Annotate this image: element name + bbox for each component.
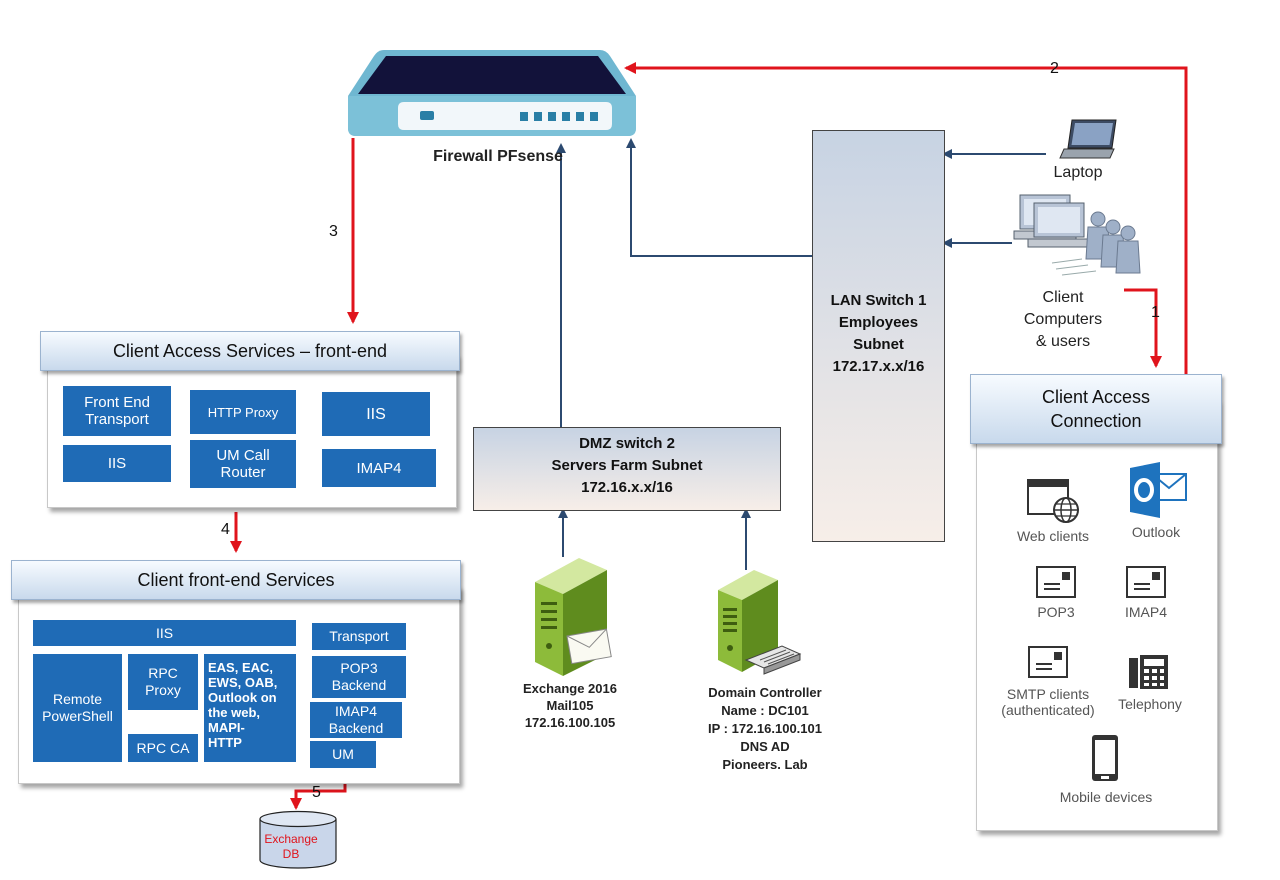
outlook-label: Outlook: [1131, 524, 1181, 540]
lan-to-firewall-line: [626, 138, 812, 257]
step-2-label: 2: [1050, 60, 1059, 77]
transport-tile: Transport: [312, 623, 406, 650]
web-clients-icon: [1027, 479, 1079, 523]
step-5-label: 5: [312, 784, 321, 801]
web-clients-label: Web clients: [1016, 528, 1090, 544]
cfs-iis-tile: IIS: [33, 620, 296, 646]
http-proxy-tile: HTTP Proxy: [190, 390, 296, 434]
client-computers-label: Client Computers & users: [1023, 289, 1103, 350]
cas-iis-tile: IIS: [322, 392, 430, 436]
dmz-switch-label: DMZ switch 2 Servers Farm Subnet 172.16.…: [551, 435, 703, 496]
smtp-clients-label: SMTP clients (authenticated): [1001, 686, 1095, 718]
cas-iis-tile-2: IIS: [63, 445, 171, 482]
front-end-transport-tile: Front End Transport: [63, 386, 171, 436]
imap4-label: IMAP4: [1124, 604, 1167, 620]
step1-path: [1124, 288, 1162, 368]
laptop-label: Laptop: [1053, 164, 1103, 181]
step-3-label: 3: [329, 223, 338, 240]
rpc-proxy-tile: RPC Proxy: [128, 654, 198, 710]
telephony-label: Telephony: [1118, 696, 1182, 712]
cas-frontend-title: Client Access Services – front-end: [40, 331, 460, 371]
domain-controller-label: Domain Controller Name : DC101 IP : 172.…: [708, 685, 822, 772]
mobile-devices-label: Mobile devices: [1059, 789, 1153, 805]
client-computers-icon: [1013, 194, 1141, 276]
cas-imap4-tile: IMAP4: [322, 449, 436, 487]
exchange-server-label: Exchange 2016 Mail105 172.16.100.105: [523, 681, 617, 730]
firewall-icon: [348, 50, 636, 136]
step-4-label: 4: [221, 521, 230, 538]
outlook-icon: [1130, 462, 1187, 518]
client-frontend-title: Client front-end Services: [11, 560, 461, 600]
pop3-backend-tile: POP3 Backend: [312, 656, 406, 698]
rpc-ca-tile: RPC CA: [128, 734, 198, 762]
um-tile: UM: [310, 741, 376, 768]
pop3-icon: [1036, 566, 1076, 598]
eas-eac-ews-tile: EAS, EAC, EWS, OAB, Outlook on the web, …: [204, 654, 296, 762]
step2-path: [624, 62, 1188, 376]
laptop-icon: [1059, 119, 1117, 159]
smtp-clients-icon: [1028, 646, 1068, 678]
pop3-label: POP3: [1037, 604, 1075, 620]
telephony-icon: [1129, 655, 1168, 689]
lan-switch-1: [812, 130, 945, 542]
step-1-label: 1: [1151, 304, 1160, 321]
imap4-icon: [1126, 566, 1166, 598]
exchange-db-label: Exchange DB: [264, 832, 318, 861]
mobile-devices-icon: [1092, 735, 1118, 781]
domain-controller-icon: [718, 570, 802, 675]
client-access-connection-title: Client Access Connection: [970, 374, 1222, 444]
exchange-db-icon: [259, 810, 337, 869]
um-call-router-tile: UM Call Router: [190, 440, 296, 488]
dmz-switch-2: [473, 427, 781, 511]
firewall-label: Firewall PFsense: [433, 148, 563, 165]
remote-powershell-tile: Remote PowerShell: [33, 654, 122, 762]
exchange-server-icon: [535, 558, 612, 676]
lan-switch-label: LAN Switch 1 Employees Subnet 172.17.x.x…: [830, 292, 927, 375]
imap4-backend-tile: IMAP4 Backend: [310, 702, 402, 738]
